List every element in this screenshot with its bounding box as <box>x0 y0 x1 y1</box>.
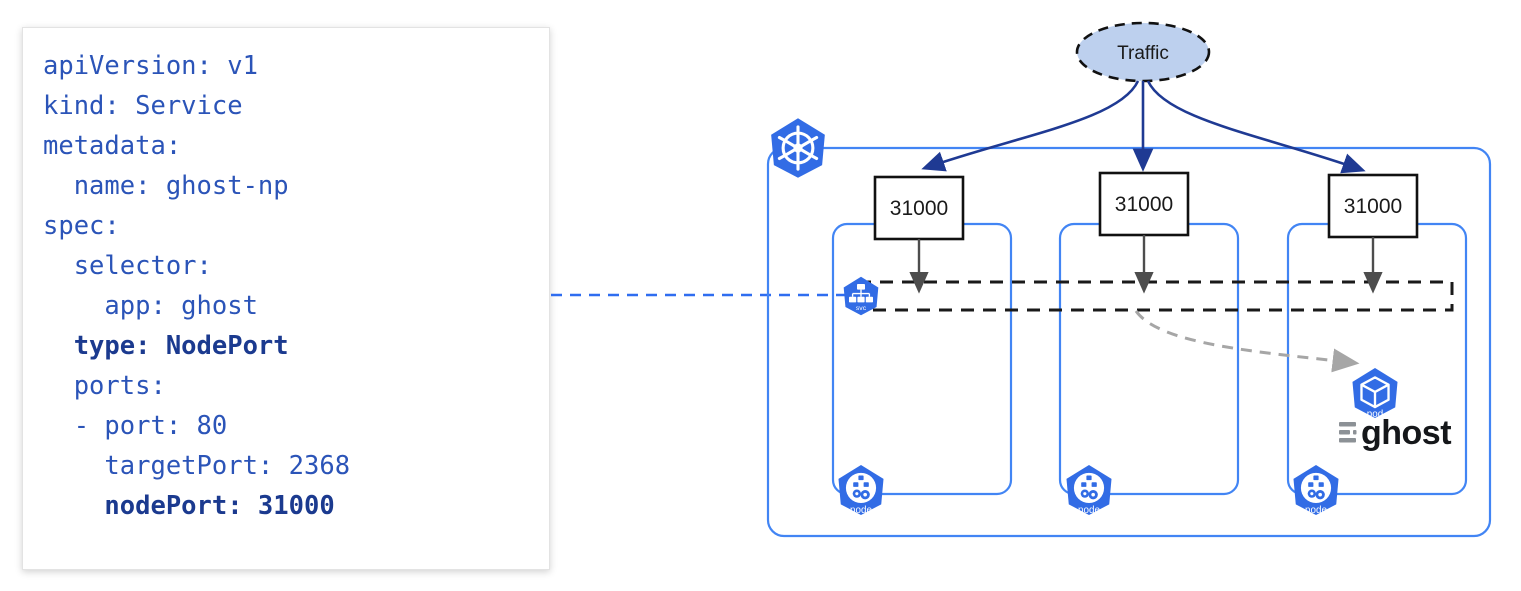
traffic-arrow-right <box>1146 80 1366 174</box>
traffic-arrow-left <box>921 80 1140 172</box>
node-box-1 <box>831 222 1013 496</box>
nodeport-label-2: 31000 <box>1115 193 1173 216</box>
traffic-label: Traffic <box>1117 43 1169 64</box>
yaml-line: - port: 80 <box>43 411 228 441</box>
yaml-line: ports: <box>43 371 166 401</box>
node-icon-label-2: node <box>1078 505 1100 516</box>
yaml-line: selector: <box>43 251 212 281</box>
nodeport-box-3: 31000 <box>1327 173 1419 239</box>
node-icon-1: node <box>838 465 884 516</box>
nodeport-box-2: 31000 <box>1098 171 1190 237</box>
kubernetes-logo <box>771 118 825 178</box>
pod-icon: pod <box>1352 368 1398 420</box>
service-manifest-card: apiVersion: v1 kind: Service metadata: nam… <box>22 27 550 570</box>
nodeport-label-1: 31000 <box>890 197 948 220</box>
node-icon-label-3: node <box>1305 505 1327 516</box>
node-box-2 <box>1058 222 1240 496</box>
ghost-logo-bars <box>1339 422 1357 443</box>
yaml-line: nodePort: 31000 <box>43 491 335 521</box>
node-icon-3: node <box>1293 465 1339 516</box>
yaml-line: metadata: <box>43 131 182 161</box>
nodeport-label-3: 31000 <box>1344 195 1402 218</box>
service-to-pod-link <box>1134 310 1360 373</box>
yaml-line: app: ghost <box>43 291 258 321</box>
ghost-logo: ghost <box>1339 414 1452 452</box>
yaml-line: name: ghost-np <box>43 171 289 201</box>
pod-icon-label: pod <box>1367 409 1383 420</box>
node-icon-2: node <box>1066 465 1112 516</box>
ghost-logo-text: ghost <box>1361 414 1451 452</box>
yaml-line: kind: Service <box>43 91 243 121</box>
yaml-line: apiVersion: v1 <box>43 51 258 81</box>
service-span-rect <box>856 280 1454 312</box>
nodeport-box-1: 31000 <box>873 175 965 241</box>
service-icon: svc <box>843 276 879 316</box>
cluster-boundary <box>766 146 1492 538</box>
yaml-code-block: apiVersion: v1 kind: Service metadata: nam… <box>43 46 350 526</box>
service-icon-label: svc <box>856 305 867 312</box>
yaml-line: type: NodePort <box>43 331 289 361</box>
node-icon-label-1: node <box>850 505 872 516</box>
node-box-3 <box>1286 222 1468 496</box>
yaml-line: targetPort: 2368 <box>43 451 351 481</box>
yaml-line: spec: <box>43 211 120 241</box>
